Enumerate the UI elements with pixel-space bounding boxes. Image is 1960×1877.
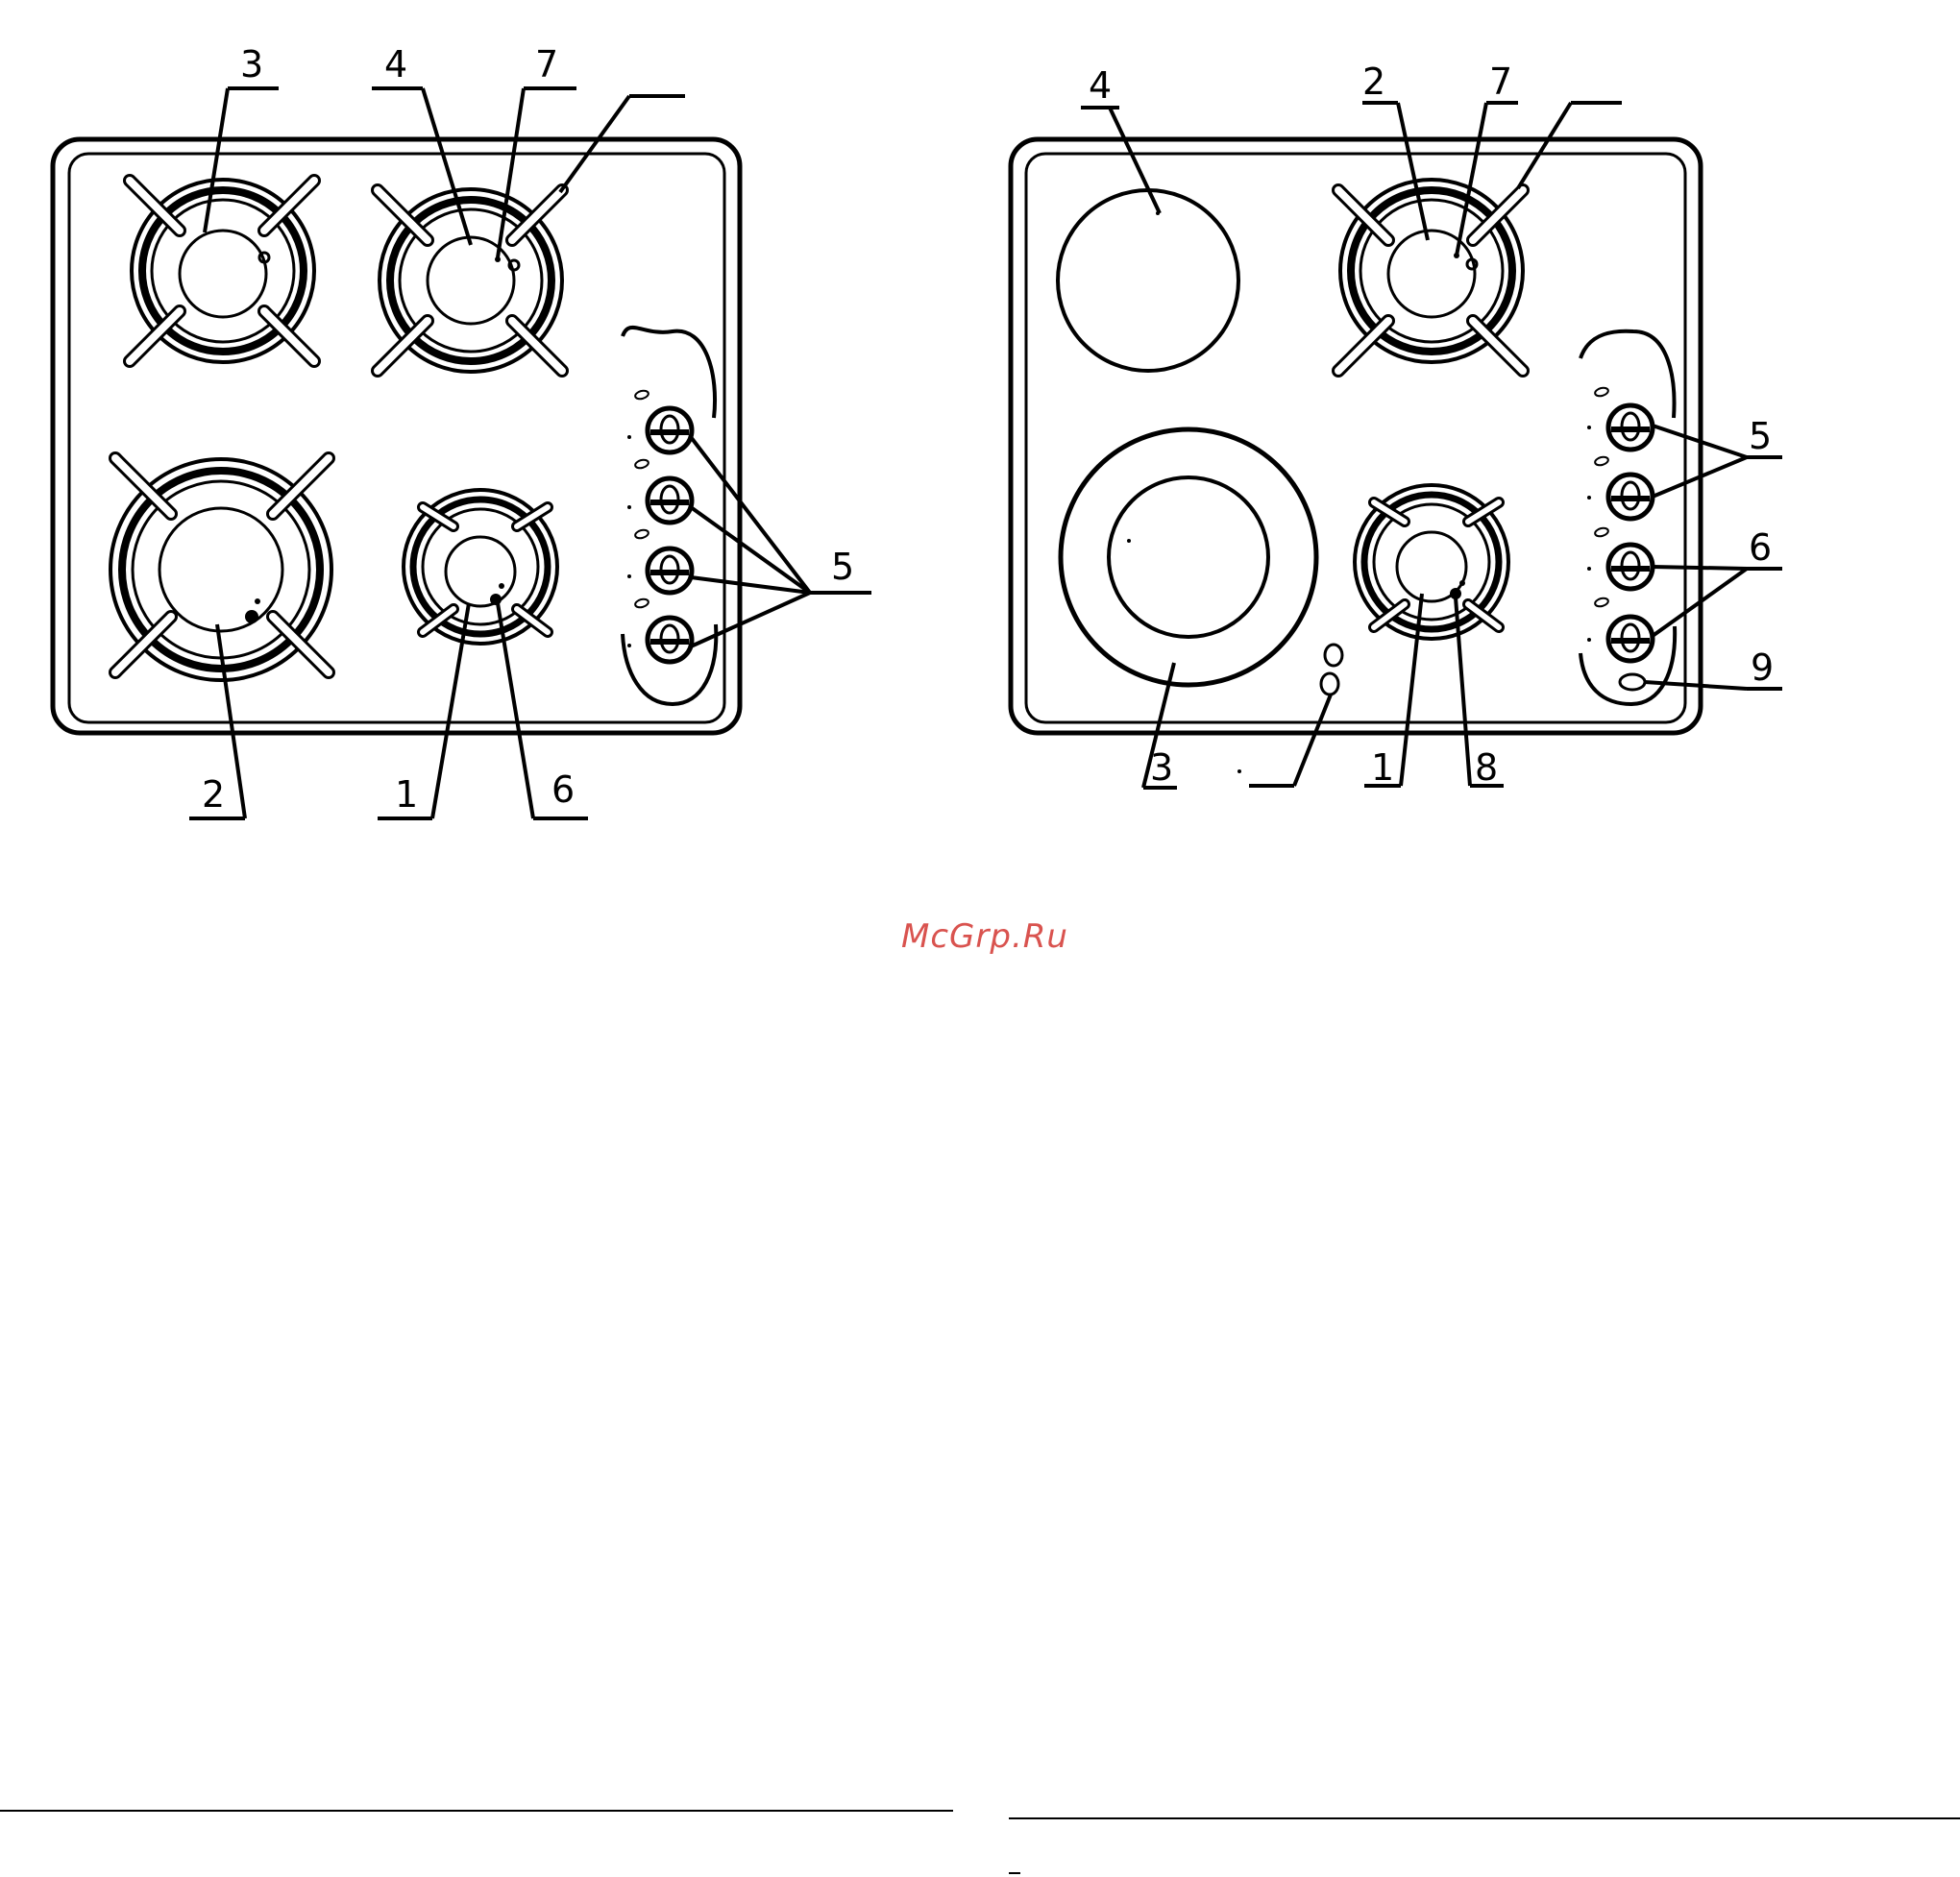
right-control-panel (1580, 331, 1675, 704)
hotplate-knob-1[interactable] (1608, 545, 1653, 589)
right-small-burner (1355, 485, 1508, 639)
label-2: 2 (202, 773, 225, 816)
right-front-indicators (1321, 645, 1342, 695)
gas-knob-2[interactable] (1608, 475, 1653, 519)
knob-2[interactable] (648, 478, 692, 523)
label-3: 3 (1150, 746, 1173, 789)
label-4: 4 (384, 43, 407, 85)
label-7: 7 (1489, 61, 1512, 103)
indicator-light (1620, 674, 1645, 690)
left-burner-rear-left (130, 180, 314, 362)
label-4: 4 (1089, 64, 1112, 107)
right-hob: 4 2 7 5 6 9 3 1 8 (1011, 61, 1782, 789)
label-6: 6 (551, 768, 575, 811)
label-3: 3 (240, 43, 263, 85)
page-rules (0, 1811, 1960, 1873)
gas-knob-1[interactable] (1608, 405, 1653, 450)
right-labels: 4 2 7 5 6 9 3 1 8 (1089, 61, 1774, 789)
knob-4[interactable] (648, 618, 692, 662)
left-hob-inner-frame (69, 154, 724, 722)
label-1: 1 (395, 773, 418, 816)
right-gas-burner (1338, 180, 1523, 371)
label-7: 7 (535, 43, 558, 85)
left-burner-small (404, 490, 557, 644)
left-burner-rear-right (378, 189, 562, 372)
left-labels: 3 4 7 5 2 1 6 (202, 43, 854, 816)
label-8: 8 (1475, 746, 1498, 789)
label-2: 2 (1362, 61, 1385, 103)
left-hob: 3 4 7 5 2 1 6 (53, 43, 871, 818)
knob-3[interactable] (648, 548, 692, 593)
right-ignition-indicators (1587, 386, 1609, 642)
label-5: 5 (831, 546, 854, 588)
label-5: 5 (1749, 415, 1772, 457)
label-9: 9 (1751, 646, 1774, 689)
right-large-hotplate (1061, 429, 1316, 685)
watermark: McGrp.Ru (889, 917, 1081, 956)
label-1: 1 (1371, 746, 1394, 789)
right-knobs (1608, 405, 1653, 661)
left-knobs (648, 408, 692, 662)
right-small-hotplate (1058, 190, 1238, 371)
label-6: 6 (1749, 526, 1772, 569)
right-hob-outer-frame (1011, 139, 1701, 733)
knob-1[interactable] (648, 408, 692, 452)
hotplate-knob-2[interactable] (1608, 617, 1653, 661)
